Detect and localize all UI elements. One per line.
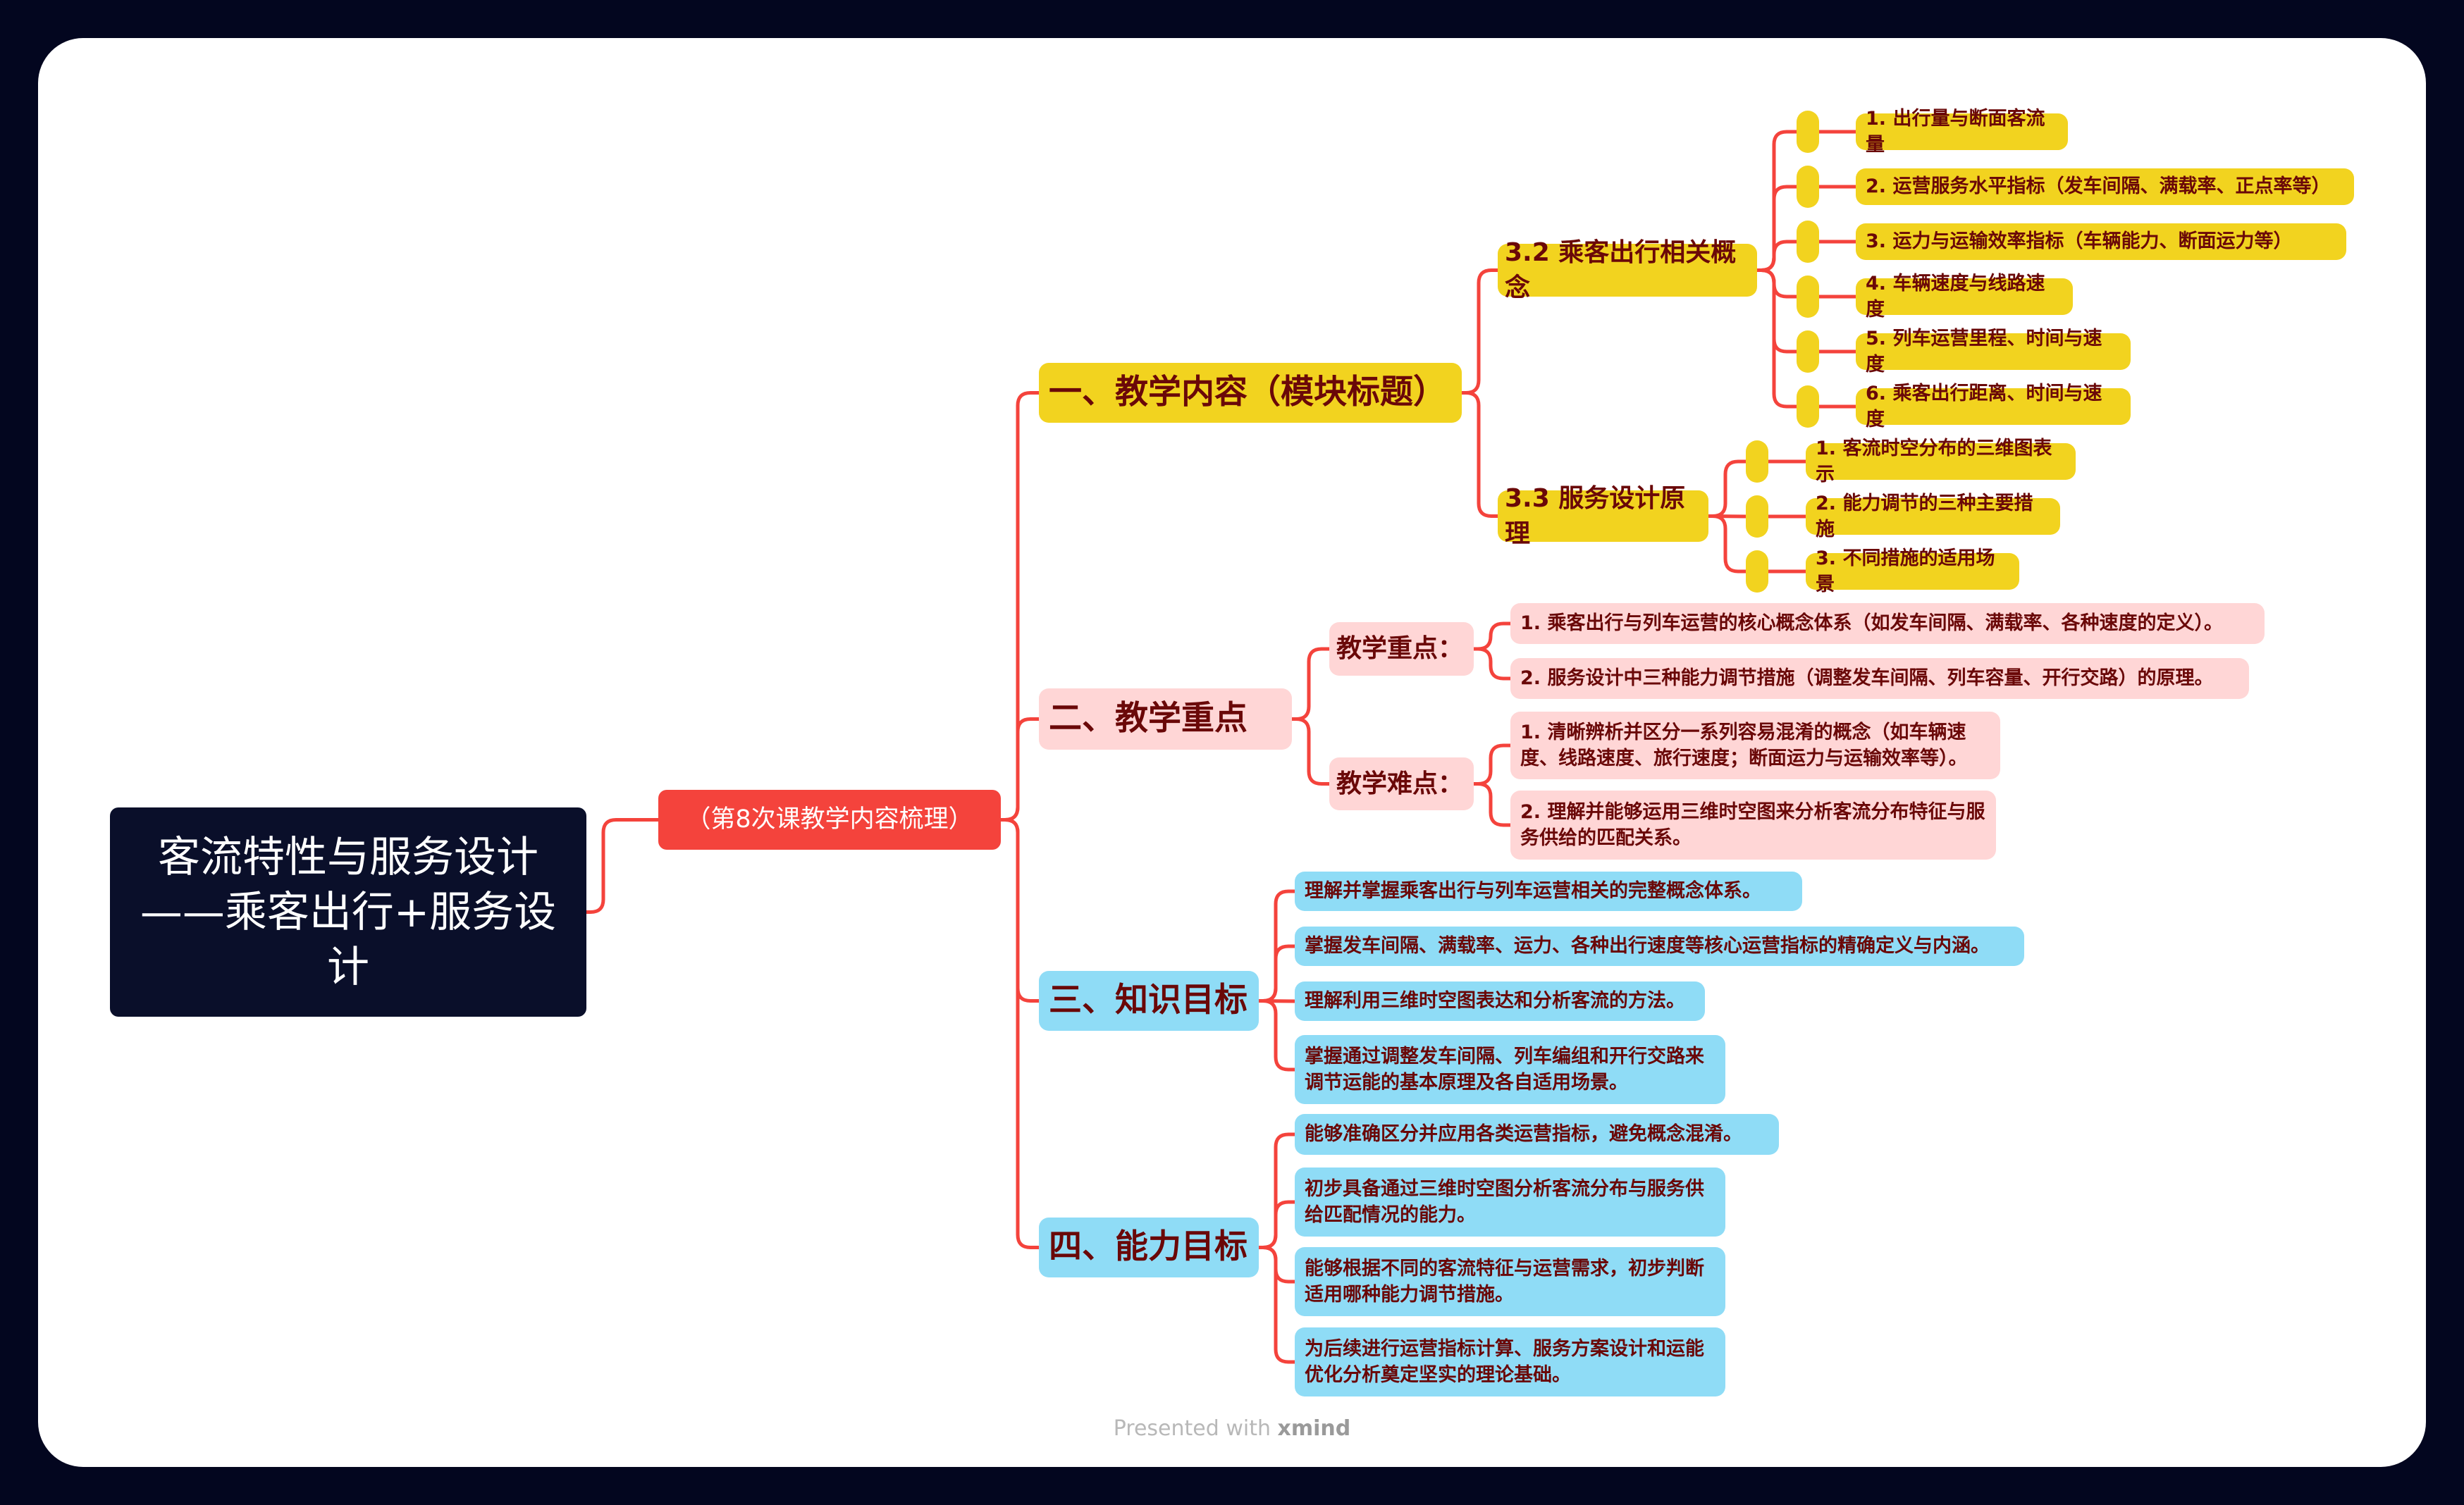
collapse-marker[interactable] (1797, 330, 1819, 373)
leaf-topic[interactable]: 2. 运营服务水平指标（发车间隔、满载率、正点率等） (1856, 168, 2354, 205)
branch-label: 三、知识目标 (1049, 981, 1248, 1020)
footer-credit: Presented with xmind (0, 1416, 2464, 1441)
leaf-text: 理解利用三维时空图表达和分析客流的方法。 (1305, 990, 1685, 1012)
leaf-topic[interactable]: 1. 出行量与断面客流量 (1856, 108, 2068, 156)
collapse-marker[interactable] (1797, 275, 1819, 318)
leaf-topic[interactable]: 1. 乘客出行与列车运营的核心概念体系（如发车间隔、满载率、各种速度的定义）。 (1510, 603, 2265, 644)
leaf-topic[interactable]: 理解并掌握乘客出行与列车运营相关的完整概念体系。 (1295, 872, 1802, 911)
leaf-text: 掌握发车间隔、满载率、运力、各种出行速度等核心运营指标的精确定义与内涵。 (1305, 935, 1990, 958)
leaf-topic[interactable]: 2. 服务设计中三种能力调节措施（调整发车间隔、列车容量、开行交路）的原理。 (1510, 658, 2249, 699)
leaf-text: 1. 清晰辨析并区分一系列容易混淆的概念（如车辆速度、线路速度、旅行速度；断面运… (1520, 721, 1968, 769)
leaf-topic[interactable]: 2. 理解并能够运用三维时空图来分析客流分布特征与服务供给的匹配关系。 (1510, 791, 1996, 860)
leaf-topic[interactable]: 掌握通过调整发车间隔、列车编组和开行交路来调节运能的基本原理及各自适用场景。 (1295, 1035, 1725, 1104)
leaf-text: 为后续进行运营指标计算、服务方案设计和运能优化分析奠定坚实的理论基础。 (1305, 1337, 1704, 1386)
collapse-marker[interactable] (1746, 495, 1768, 538)
leaf-text: 2. 理解并能够运用三维时空图来分析客流分布特征与服务供给的匹配关系。 (1520, 800, 1985, 849)
root-topic-text: 客流特性与服务设计——乘客出行+服务设计 (140, 832, 557, 992)
topic-difficulty[interactable]: 教学难点： (1329, 757, 1474, 810)
footer-prefix: Presented with (1113, 1416, 1271, 1441)
topic-label: 3.3 服务设计原理 (1505, 483, 1686, 548)
leaf-text: 4. 车辆速度与线路速度 (1866, 272, 2045, 321)
leaf-text: 3. 不同措施的适用场景 (1816, 547, 1995, 595)
leaf-text: 1. 乘客出行与列车运营的核心概念体系（如发车间隔、满载率、各种速度的定义）。 (1520, 612, 2223, 635)
leaf-topic[interactable]: 为后续进行运营指标计算、服务方案设计和运能优化分析奠定坚实的理论基础。 (1295, 1327, 1725, 1396)
root-topic[interactable]: 客流特性与服务设计——乘客出行+服务设计 (110, 807, 586, 1017)
branch-ability[interactable]: 四、能力目标 (1039, 1218, 1259, 1277)
leaf-text: 初步具备通过三维时空图分析客流分布与服务供给匹配情况的能力。 (1305, 1177, 1704, 1226)
branch-knowledge[interactable]: 三、知识目标 (1039, 971, 1259, 1031)
leaf-topic[interactable]: 5. 列车运营里程、时间与速度 (1856, 328, 2131, 376)
collapse-marker[interactable] (1746, 440, 1768, 483)
leaf-text: 2. 服务设计中三种能力调节措施（调整发车间隔、列车容量、开行交路）的原理。 (1520, 667, 2214, 690)
collapse-marker[interactable] (1797, 111, 1819, 153)
leaf-topic[interactable]: 初步具备通过三维时空图分析客流分布与服务供给匹配情况的能力。 (1295, 1168, 1725, 1237)
branch-label: 二、教学重点 (1049, 699, 1248, 738)
leaf-topic[interactable]: 3. 运力与运输效率指标（车辆能力、断面运力等） (1856, 223, 2346, 260)
topic-label: 教学难点： (1336, 769, 1464, 798)
leaf-topic[interactable]: 4. 车辆速度与线路速度 (1856, 273, 2073, 321)
leaf-text: 掌握通过调整发车间隔、列车编组和开行交路来调节运能的基本原理及各自适用场景。 (1305, 1045, 1704, 1094)
leaf-text: 3. 运力与运输效率指标（车辆能力、断面运力等） (1866, 230, 2293, 253)
leaf-text: 1. 出行量与断面客流量 (1866, 107, 2045, 156)
leaf-topic[interactable]: 理解利用三维时空图表达和分析客流的方法。 (1295, 981, 1705, 1021)
leaf-text: 5. 列车运营里程、时间与速度 (1866, 327, 2102, 376)
leaf-topic[interactable]: 2. 能力调节的三种主要措施 (1806, 493, 2060, 540)
leaf-topic[interactable]: 1. 客流时空分布的三维图表示 (1806, 438, 2076, 485)
branch-keypoints[interactable]: 二、教学重点 (1039, 688, 1292, 750)
branch-content[interactable]: 一、教学内容（模块标题） (1039, 363, 1462, 423)
leaf-text: 能够根据不同的客流特征与运营需求，初步判断适用哪种能力调节措施。 (1305, 1257, 1704, 1306)
collapse-marker[interactable] (1797, 221, 1819, 263)
leaf-text: 6. 乘客出行距离、时间与速度 (1866, 382, 2102, 431)
collapse-marker[interactable] (1797, 166, 1819, 208)
leaf-topic[interactable]: 3. 不同措施的适用场景 (1806, 547, 2019, 595)
branch-label: 一、教学内容（模块标题） (1049, 373, 1446, 412)
collapse-marker[interactable] (1797, 385, 1819, 428)
leaf-topic[interactable]: 掌握发车间隔、满载率、运力、各种出行速度等核心运营指标的精确定义与内涵。 (1295, 927, 2024, 966)
collapse-marker[interactable] (1746, 550, 1768, 593)
leaf-topic[interactable]: 能够准确区分并应用各类运营指标，避免概念混淆。 (1295, 1114, 1779, 1155)
topic-focus[interactable]: 教学重点： (1329, 622, 1474, 676)
subroot-topic[interactable]: （第8次课教学内容梳理） (658, 790, 1001, 850)
leaf-topic[interactable]: 1. 清晰辨析并区分一系列容易混淆的概念（如车辆速度、线路速度、旅行速度；断面运… (1510, 712, 2000, 779)
subroot-text: （第8次课教学内容梳理） (686, 805, 973, 834)
leaf-text: 能够准确区分并应用各类运营指标，避免概念混淆。 (1305, 1123, 1742, 1146)
leaf-topic[interactable]: 能够根据不同的客流特征与运营需求，初步判断适用哪种能力调节措施。 (1295, 1247, 1725, 1316)
topic-label: 3.2 乘客出行相关概念 (1505, 237, 1737, 302)
branch-label: 四、能力目标 (1049, 1227, 1248, 1267)
leaf-text: 2. 能力调节的三种主要措施 (1816, 492, 2033, 540)
topic-label: 教学重点： (1336, 634, 1464, 664)
leaf-text: 1. 客流时空分布的三维图表示 (1816, 437, 2052, 485)
xmind-logo[interactable]: xmind (1277, 1416, 1351, 1441)
topic-3-2[interactable]: 3.2 乘客出行相关概念 (1498, 238, 1757, 302)
leaf-text: 理解并掌握乘客出行与列车运营相关的完整概念体系。 (1305, 880, 1761, 903)
topic-3-3[interactable]: 3.3 服务设计原理 (1498, 484, 1708, 548)
leaf-text: 2. 运营服务水平指标（发车间隔、满载率、正点率等） (1866, 175, 2331, 198)
leaf-topic[interactable]: 6. 乘客出行距离、时间与速度 (1856, 383, 2131, 431)
